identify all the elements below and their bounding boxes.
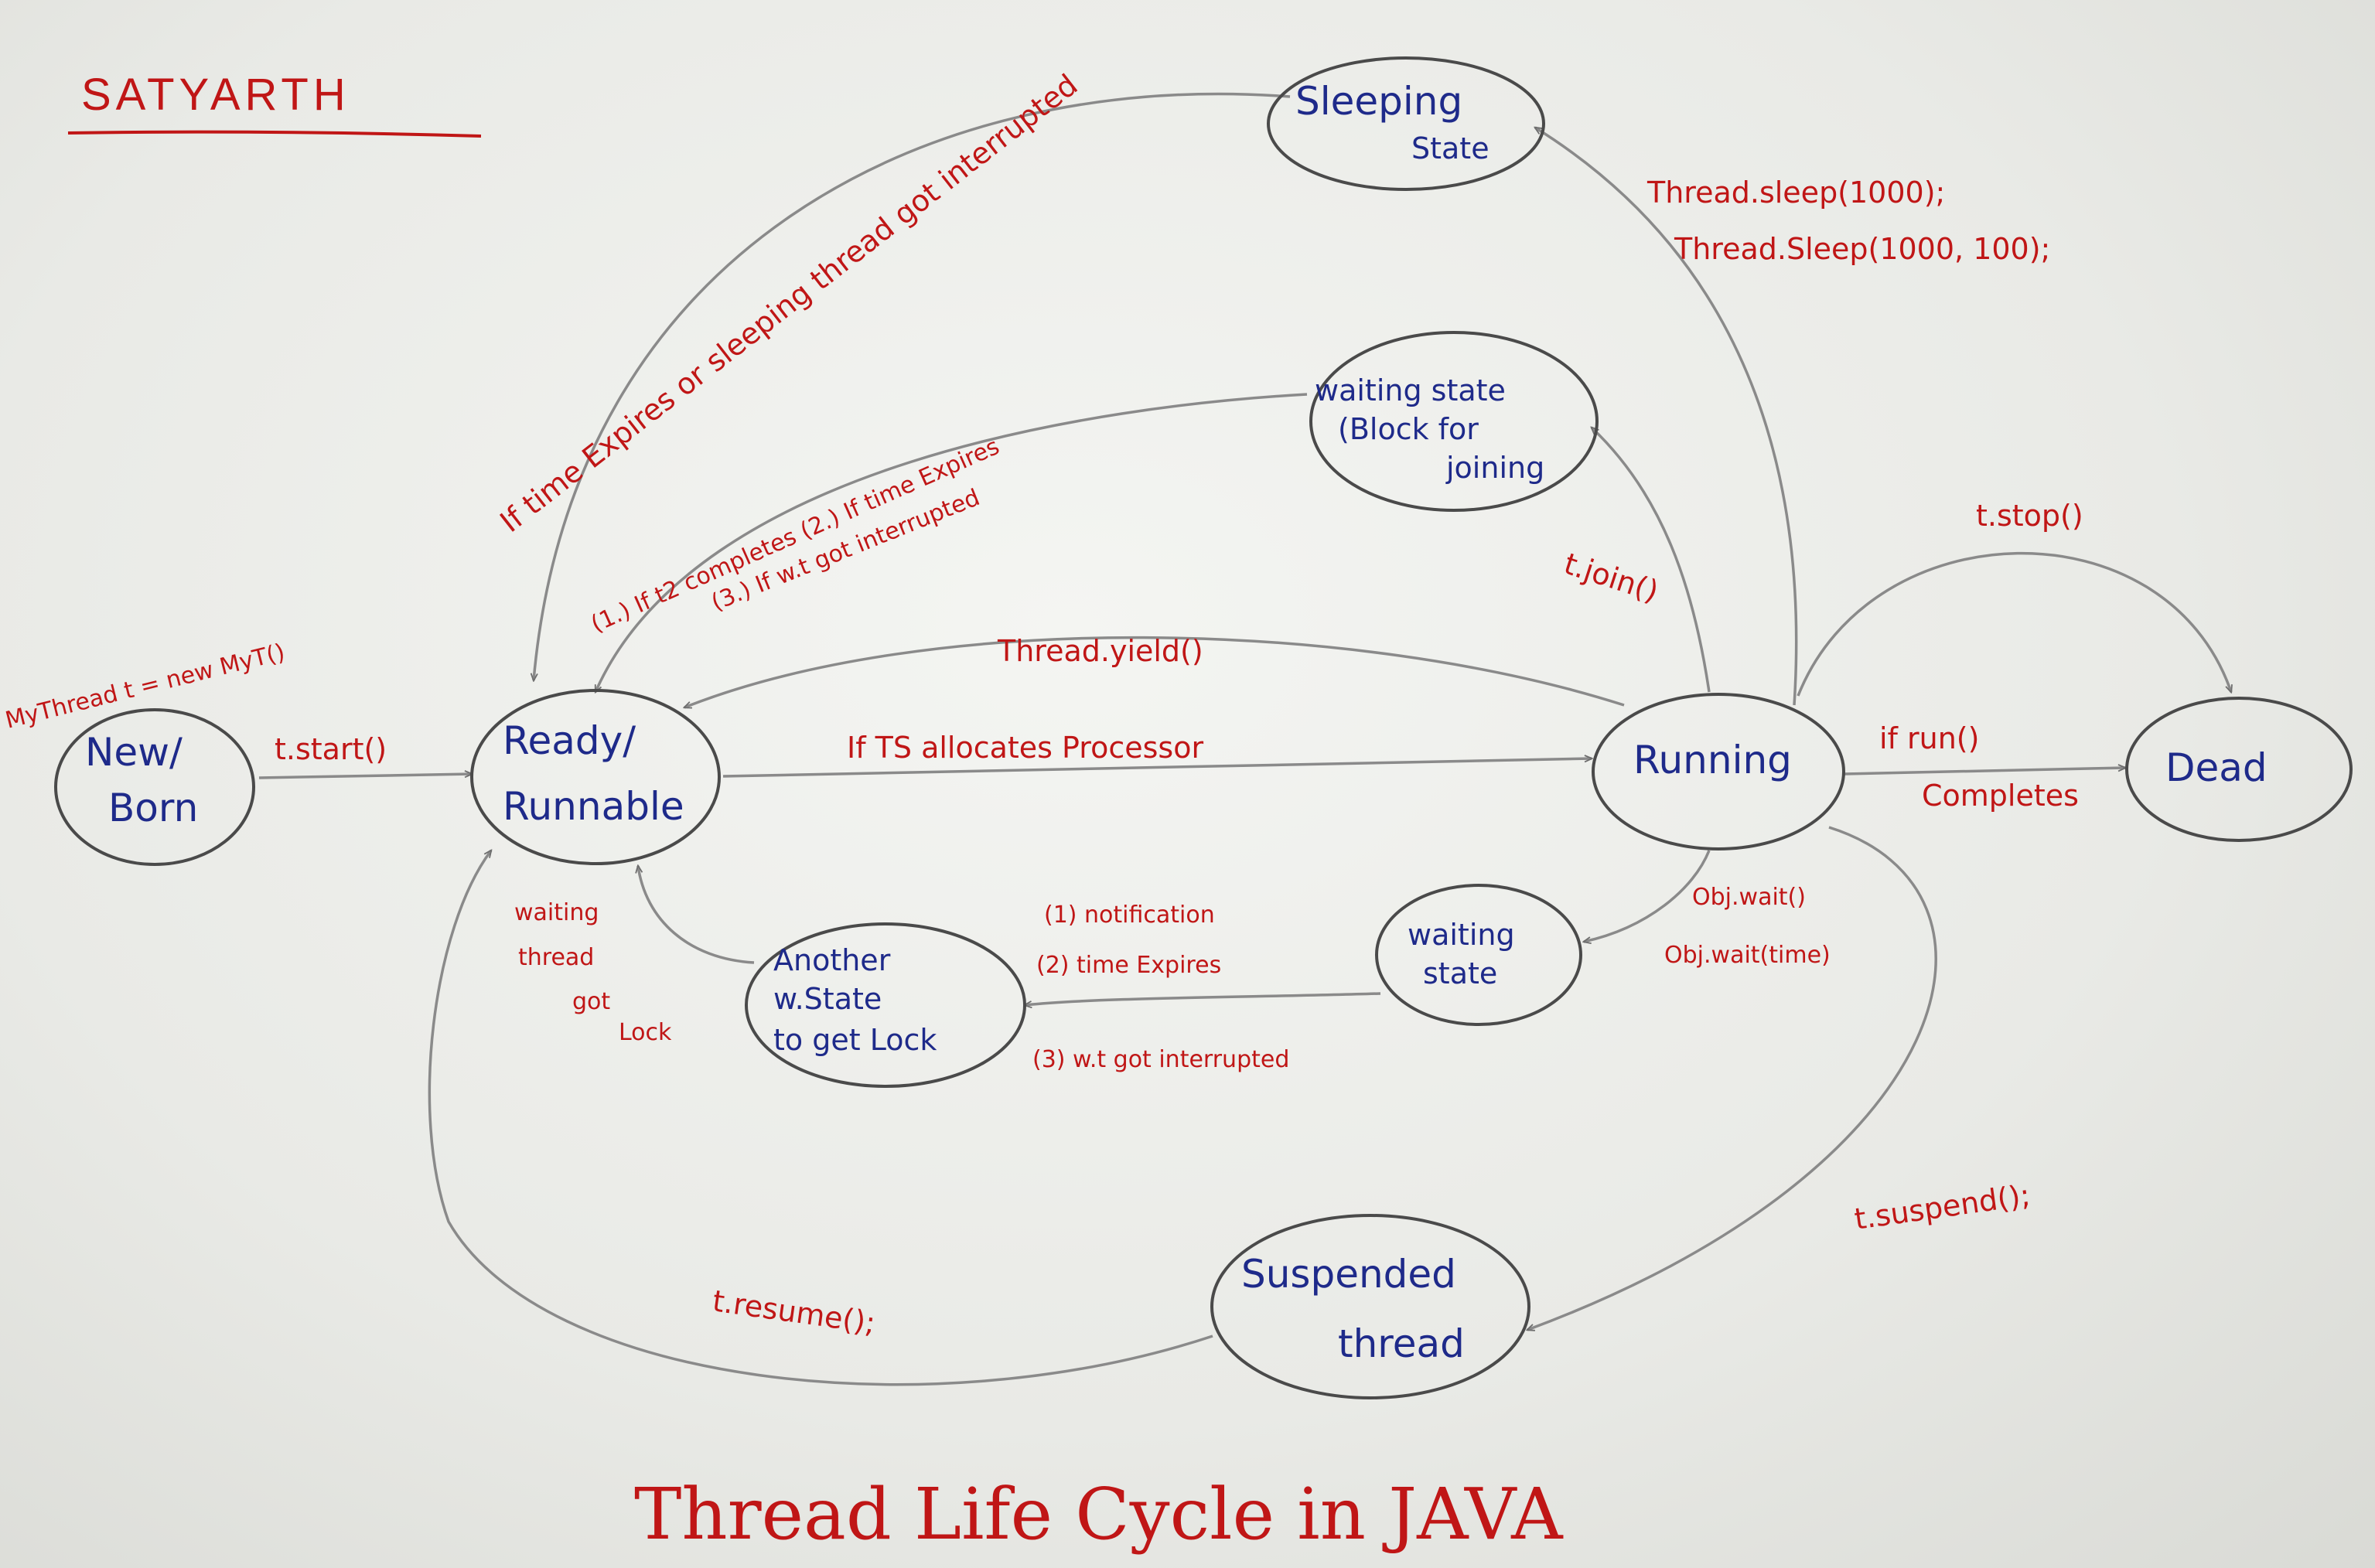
label-yield: Thread.yield() — [997, 634, 1203, 668]
edge-suspend — [1527, 826, 1937, 1330]
edge-stop — [1797, 551, 2231, 697]
edge-allocates — [722, 758, 1592, 778]
label-suspend: t.suspend(); — [1852, 1178, 2032, 1236]
author-underline — [67, 130, 482, 138]
node-ready-runnable — [470, 689, 721, 865]
label-got-lock-2: thread — [518, 944, 594, 971]
author-name: SATYARTH — [81, 70, 350, 120]
edge-start — [258, 774, 472, 779]
node-another-wstate-label-3: to get Lock — [773, 1023, 937, 1057]
node-suspended — [1210, 1214, 1530, 1399]
node-new-born-label-1: New/ — [85, 730, 183, 775]
label-sleep-1: Thread.sleep(1000); — [1646, 176, 1945, 210]
edge-sleep — [1535, 128, 1798, 706]
node-suspended-label-1: Suspended — [1241, 1252, 1456, 1297]
node-waiting-state-label-2: state — [1423, 956, 1497, 990]
node-running — [1592, 693, 1845, 850]
label-notify-1: (1) notification — [1044, 902, 1215, 929]
node-waiting-join-label-2: (Block for — [1338, 412, 1479, 446]
edge-resume — [428, 850, 1213, 1386]
node-waiting-state-label-1: waiting — [1408, 918, 1515, 952]
node-dead-label: Dead — [2165, 745, 2268, 790]
node-sleeping-label-1: Sleeping — [1295, 79, 1462, 124]
edge-yield — [684, 636, 1625, 709]
label-create: MyThread t = new MyT() — [2, 639, 287, 735]
label-start: t.start() — [275, 732, 387, 766]
label-resume: t.resume(); — [711, 1283, 878, 1340]
node-waiting-state — [1375, 884, 1582, 1026]
label-notify-3: (3) w.t got interrupted — [1032, 1046, 1289, 1073]
edge-run-completes — [1844, 768, 2125, 775]
node-sleeping-label-2: State — [1411, 131, 1489, 165]
label-run-2: Completes — [1922, 779, 2079, 813]
node-ready-runnable-label-1: Ready/ — [503, 718, 636, 763]
edge-join-return — [594, 393, 1308, 692]
label-notify-2: (2) time Expires — [1036, 952, 1221, 979]
label-wait-2: Obj.wait(time) — [1664, 942, 1831, 969]
node-another-wstate-label-2: w.State — [773, 982, 882, 1016]
label-sleep-return: If time Expires or sleeping thread got i… — [493, 67, 1083, 539]
label-run-1: if run() — [1879, 721, 1979, 755]
edge-notify — [1025, 992, 1381, 1005]
label-allocates: If TS allocates Processor — [847, 731, 1203, 765]
node-ready-runnable-label-2: Runnable — [503, 784, 684, 829]
node-running-label: Running — [1633, 738, 1792, 782]
label-sleep-2: Thread.Sleep(1000, 100); — [1674, 232, 2050, 266]
node-new-born — [54, 708, 255, 866]
edge-got-lock — [638, 866, 755, 964]
node-sleeping — [1267, 56, 1545, 191]
label-wait-1: Obj.wait() — [1692, 884, 1806, 911]
node-dead — [2125, 697, 2353, 842]
label-got-lock-3: got — [572, 988, 610, 1015]
node-suspended-label-2: thread — [1338, 1321, 1465, 1366]
label-join-return-1: (1.) If t2 completes (2.) If time Expire… — [587, 433, 1003, 638]
diagram-title: Thread Life Cycle in JAVA — [634, 1473, 1564, 1556]
edge-join — [1592, 428, 1711, 693]
node-another-wstate-label-1: Another — [773, 943, 891, 977]
label-got-lock-1: waiting — [514, 899, 599, 926]
edge-wait — [1584, 850, 1711, 942]
node-waiting-join — [1309, 331, 1599, 512]
label-got-lock-4: Lock — [619, 1019, 672, 1046]
edge-sleep-return — [534, 92, 1291, 680]
label-join: t.join() — [1560, 547, 1663, 608]
node-waiting-join-label-1: waiting state — [1315, 373, 1506, 407]
node-waiting-join-label-3: joining — [1445, 451, 1544, 485]
node-new-born-label-2: Born — [108, 786, 198, 830]
label-stop: t.stop() — [1976, 499, 2083, 533]
node-another-wstate — [745, 922, 1026, 1088]
